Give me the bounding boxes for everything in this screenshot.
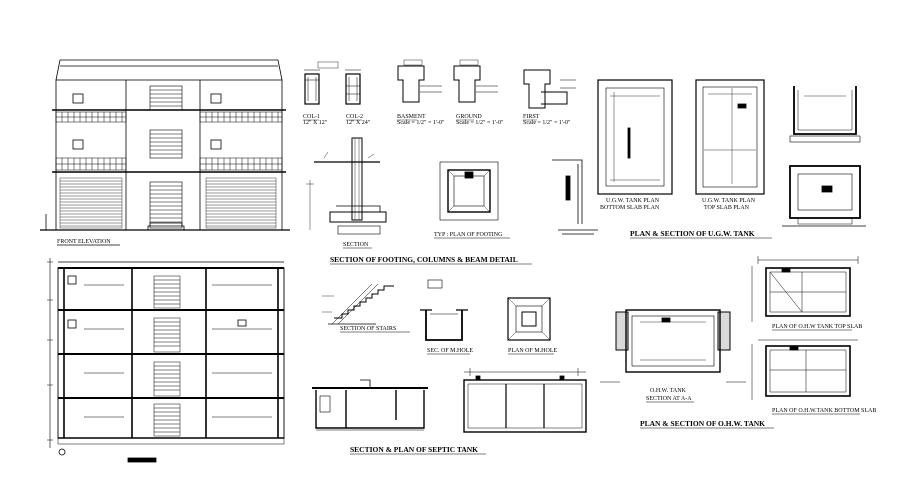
ugw-tank: U.G.W. TANK PLAN BOTTOM SLAB PLAN U.G.W.… xyxy=(597,79,866,239)
col-2-size: 12" X 24" xyxy=(346,120,371,126)
footing-title: SECTION OF FOOTING, COLUMNS & BEAM DETAI… xyxy=(330,255,518,264)
ugw-title: PLAN & SECTION OF U.G.W. TANK xyxy=(630,229,755,238)
basement-label: BASMENT xyxy=(397,114,426,120)
col-1-size: 12" X 12" xyxy=(303,120,328,126)
ground-label: GROUND xyxy=(456,114,482,120)
ground-scale: Scale = 1/2" = 1'-0" xyxy=(456,120,504,126)
ugw-bottom-plan-label: U.G.W. TANK PLAN xyxy=(606,198,660,204)
ohw-tank: O.H.W. TANK SECTION AT A-A PLAN OF O.H.W… xyxy=(600,256,876,429)
first-scale: Scale = 1/2" = 1'-0" xyxy=(523,120,571,126)
ugw-top-slab-label: TOP SLAB PLAN xyxy=(704,205,750,211)
front-elevation: FRONT ELEVATION xyxy=(40,59,290,246)
plan-of-footing-label: TYP : PLAN OF FOOTING xyxy=(434,232,503,238)
manhole-plan-label: PLAN OF M.HOLE xyxy=(508,348,558,354)
ohw-title: PLAN & SECTION OF O.H.W. TANK xyxy=(640,419,765,428)
first-label: FIRST xyxy=(523,114,540,120)
front-elevation-label: FRONT ELEVATION xyxy=(57,239,111,245)
building-section xyxy=(47,258,285,463)
ohw-section-label: SECTION AT A-A xyxy=(646,396,692,402)
septic-title: SECTION & PLAN OF SEPTIC TANK xyxy=(350,445,478,454)
basement-scale: Scale = 1/2" = 1'-0" xyxy=(397,120,445,126)
stairs-and-manhole: SECTION OF STAIRS SEC. OF M.HOLE PLAN OF… xyxy=(322,279,558,355)
col-1-label: COL-1 xyxy=(303,114,320,120)
ohw-tank-label: O.H.W. TANK xyxy=(650,388,687,394)
col-2-label: COL-2 xyxy=(346,114,363,120)
ugw-top-plan-label: U.G.W. TANK PLAN xyxy=(702,198,756,204)
manhole-section-label: SEC. OF M.HOLE xyxy=(427,348,473,354)
footing-detail: SECTION TYP : PLAN OF FOOTING SECTION OF… xyxy=(306,137,598,265)
septic-tank: SECTION & PLAN OF SEPTIC TANK xyxy=(312,368,587,455)
ohw-top-slab-label: PLAN OF O.H.W TANK TOP SLAB xyxy=(772,324,862,330)
ugw-bottom-slab-label: BOTTOM SLAB PLAN xyxy=(600,205,660,211)
footing-section-label: SECTION xyxy=(343,242,369,248)
ohw-bottom-slab-label: PLAN OF O.H.W.TANK BOTTOM SLAB xyxy=(772,408,876,414)
stairs-label: SECTION OF STAIRS xyxy=(340,326,396,332)
column-sections: COL-1 12" X 12" COL-2 12" X 24" BASMENT … xyxy=(303,59,576,126)
